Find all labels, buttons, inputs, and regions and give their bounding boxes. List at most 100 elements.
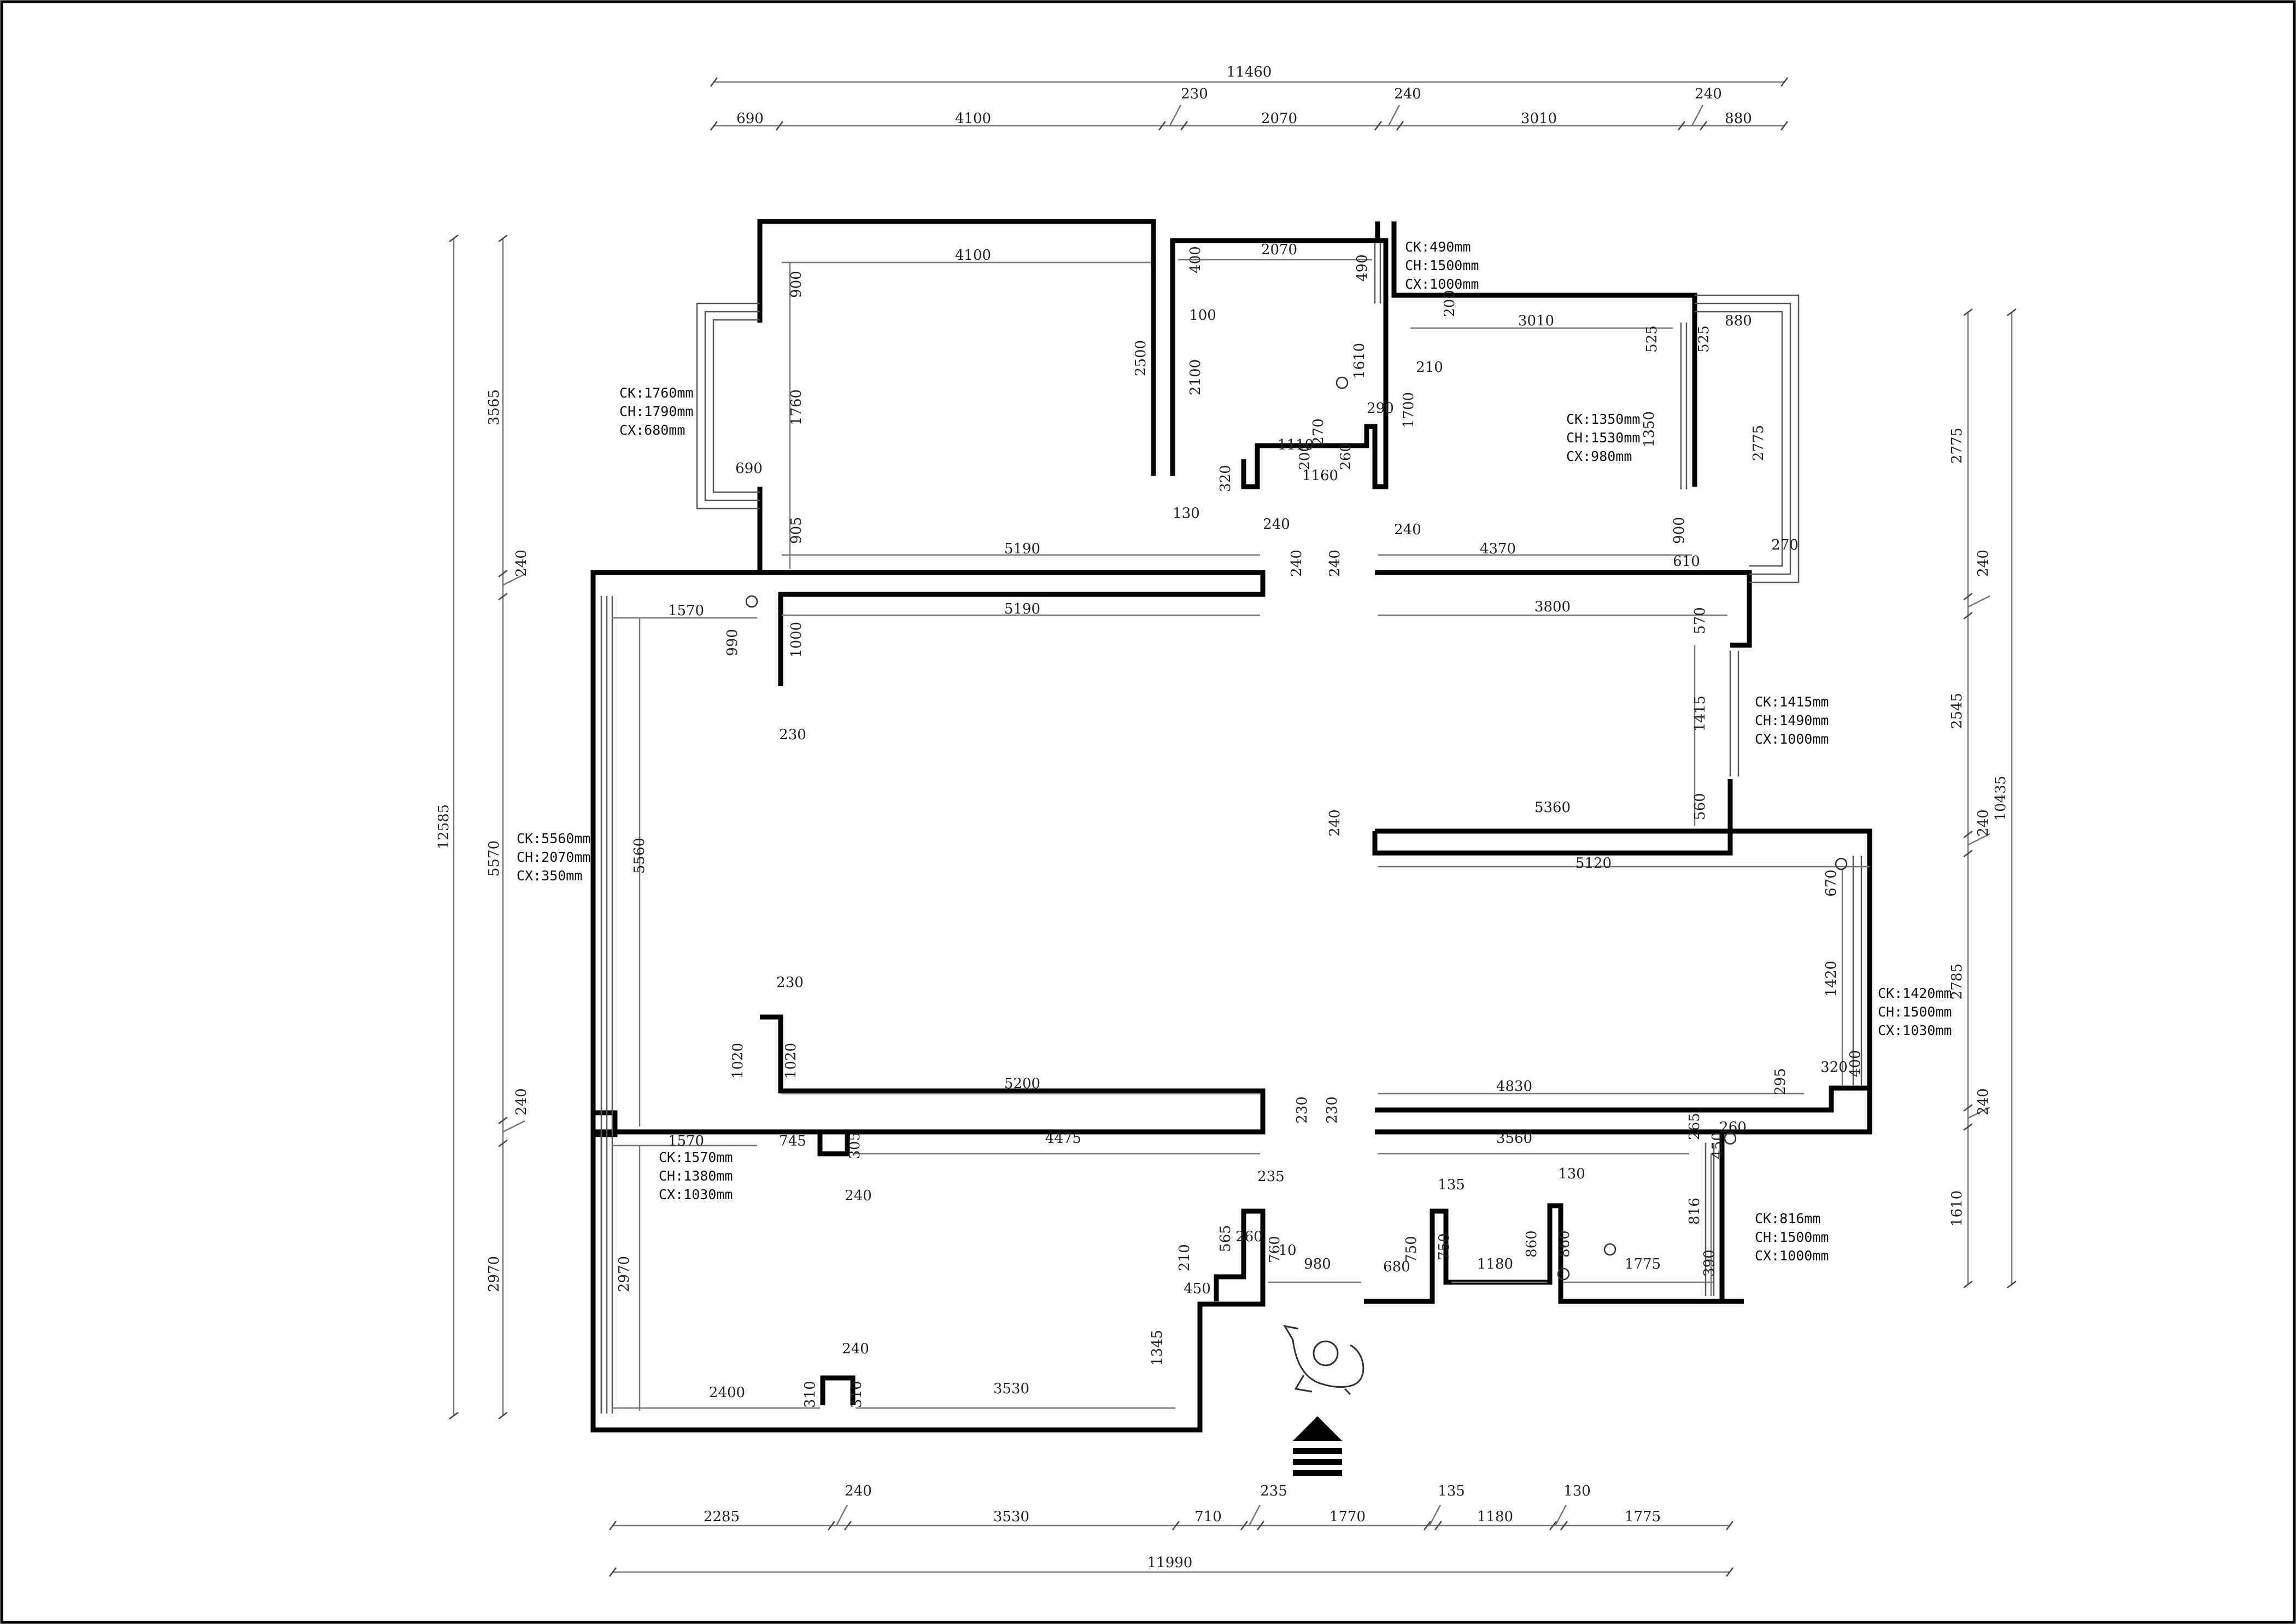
dim-inner: 900 xyxy=(788,271,805,298)
dim-inner: 816 xyxy=(1686,1197,1703,1225)
dim-right-5: 2785 xyxy=(1949,963,1965,1000)
window-note-line: CH:1500mm xyxy=(1755,1229,1829,1245)
dim-inner: 240 xyxy=(1327,809,1343,837)
dim-bottom-10: 1775 xyxy=(1625,1509,1661,1525)
dim-inner: 320 xyxy=(1820,1059,1848,1076)
dim-inner: 1000 xyxy=(788,622,805,658)
dim-inner: 235 xyxy=(1257,1169,1285,1185)
dim-right-total: 10435 xyxy=(1993,776,2009,821)
window-note-line: CX:1000mm xyxy=(1755,1248,1829,1264)
dim-inner: 100 xyxy=(1189,307,1216,324)
dim-inner: 230 xyxy=(1324,1096,1340,1124)
entrance-arrow-icon xyxy=(1293,1416,1342,1476)
dim-inner: 3530 xyxy=(993,1381,1029,1397)
dim-bottom-1: 2285 xyxy=(704,1509,740,1525)
dim-inner: 4475 xyxy=(1045,1130,1081,1147)
window-notes: CK:490mm CH:1500mm CX:1000mm CK:1760mm C… xyxy=(517,239,1952,1264)
dim-inner: 450 xyxy=(1709,1132,1726,1159)
dim-inner: 490 xyxy=(1354,254,1370,282)
dim-inner: 390 xyxy=(1701,1249,1718,1277)
drain-icon xyxy=(745,595,758,608)
dim-inner: 3800 xyxy=(1534,599,1571,615)
dim-left-1: 3565 xyxy=(486,389,502,425)
dim-inner: 1760 xyxy=(788,389,805,425)
dim-inner: 5360 xyxy=(1534,799,1571,816)
dim-inner: 200 xyxy=(1442,290,1458,317)
dim-inner: 570 xyxy=(1692,607,1708,634)
dim-inner: 240 xyxy=(1263,516,1290,533)
drain-icon xyxy=(1336,376,1349,389)
dim-bottom-3: 3530 xyxy=(993,1509,1029,1525)
dim-inner: 690 xyxy=(735,460,763,477)
window-note-line: CH:1500mm xyxy=(1405,258,1479,273)
wall-horizontal-lower-left xyxy=(593,1014,1266,1135)
dim-inner: 4100 xyxy=(955,247,991,264)
dim-inner: 5200 xyxy=(1004,1076,1040,1092)
wall-bath-core xyxy=(1170,238,1389,489)
dim-inner: 400 xyxy=(1847,1050,1864,1077)
dim-inner: 230 xyxy=(776,974,804,991)
wall-right-mid xyxy=(1719,779,1872,1301)
dim-inner: 2970 xyxy=(616,1256,632,1292)
dim-inner: 270 xyxy=(1310,418,1327,446)
dim-top-4: 2070 xyxy=(1261,110,1297,127)
dim-inner: 2100 xyxy=(1187,359,1204,395)
window-note-line: CX:1030mm xyxy=(659,1187,733,1202)
dim-inner: 2775 xyxy=(1750,425,1767,461)
window-note-line: CH:1530mm xyxy=(1566,430,1640,446)
dim-inner: 1610 xyxy=(1351,343,1368,379)
dim-inner: 610 xyxy=(1673,553,1700,570)
wall-upper-right-room xyxy=(1391,221,1697,320)
inner-dimension-lines xyxy=(612,259,1870,1411)
wall-horizontal-upper-right xyxy=(1375,570,1752,648)
window-note-line: CK:5560mm xyxy=(517,831,590,846)
dim-inner: 2070 xyxy=(1261,242,1297,258)
dim-left-4: 240 xyxy=(513,1088,530,1115)
wall-bottom-small-pier xyxy=(820,1375,856,1405)
dim-left-3: 5570 xyxy=(486,840,502,877)
dim-inner: 860 xyxy=(1556,1230,1573,1258)
dim-top-8: 880 xyxy=(1725,110,1752,127)
dim-inner: 270 xyxy=(1771,537,1799,553)
left-dimensions: 12585 3565 240 5570 240 2970 xyxy=(436,235,530,1419)
dim-bottom-6: 1770 xyxy=(1329,1509,1366,1525)
bottom-dimensions: 2285 240 3530 710 235 1770 135 1180 130 … xyxy=(609,1483,1733,1577)
dim-top-6: 3010 xyxy=(1521,110,1557,127)
dim-inner: 230 xyxy=(1294,1096,1310,1124)
dim-inner: 760 xyxy=(1267,1236,1283,1263)
dim-inner: 135 xyxy=(1438,1177,1465,1193)
dim-inner: 1350 xyxy=(1641,411,1657,447)
dim-inner: 1020 xyxy=(730,1043,746,1079)
dim-bottom-5: 235 xyxy=(1260,1483,1287,1499)
dim-inner: 240 xyxy=(1288,550,1305,577)
dim-inner: 400 xyxy=(1187,246,1204,273)
dim-top-1: 690 xyxy=(736,110,764,127)
drain-icon xyxy=(1603,1243,1616,1256)
dim-inner: 295 xyxy=(1772,1068,1789,1095)
window-note-line: CX:680mm xyxy=(619,422,685,438)
dim-inner: 1420 xyxy=(1823,961,1840,997)
window-frames xyxy=(600,243,1862,1413)
dim-inner: 260 xyxy=(1338,443,1354,470)
dim-inner: 3560 xyxy=(1496,1130,1532,1147)
dim-inner: 1345 xyxy=(1149,1330,1165,1366)
dim-inner: 200 xyxy=(1297,443,1313,470)
dim-right-2: 240 xyxy=(1975,550,1992,577)
inner-dimension-texts: 4100 2070 490 400 900 100 2500 2100 1610… xyxy=(616,242,1864,1408)
dim-inner: 5190 xyxy=(1004,541,1040,557)
window-note-line: CK:816mm xyxy=(1755,1211,1820,1226)
dim-inner: 680 xyxy=(1383,1259,1410,1275)
dim-left-5: 2970 xyxy=(486,1256,502,1292)
dim-bottom-2: 240 xyxy=(845,1483,872,1499)
dim-inner: 4370 xyxy=(1480,541,1516,557)
dim-inner: 525 xyxy=(1696,325,1712,353)
window-note-line: CK:1415mm xyxy=(1755,694,1829,710)
drain-icon xyxy=(1835,857,1848,871)
wall-horizontal-lower-right xyxy=(1375,1085,1870,1113)
window-note-line: CK:1420mm xyxy=(1878,985,1952,1001)
walls xyxy=(590,219,1872,1433)
dim-inner: 750 xyxy=(1436,1233,1452,1260)
dim-inner: 905 xyxy=(788,517,805,544)
